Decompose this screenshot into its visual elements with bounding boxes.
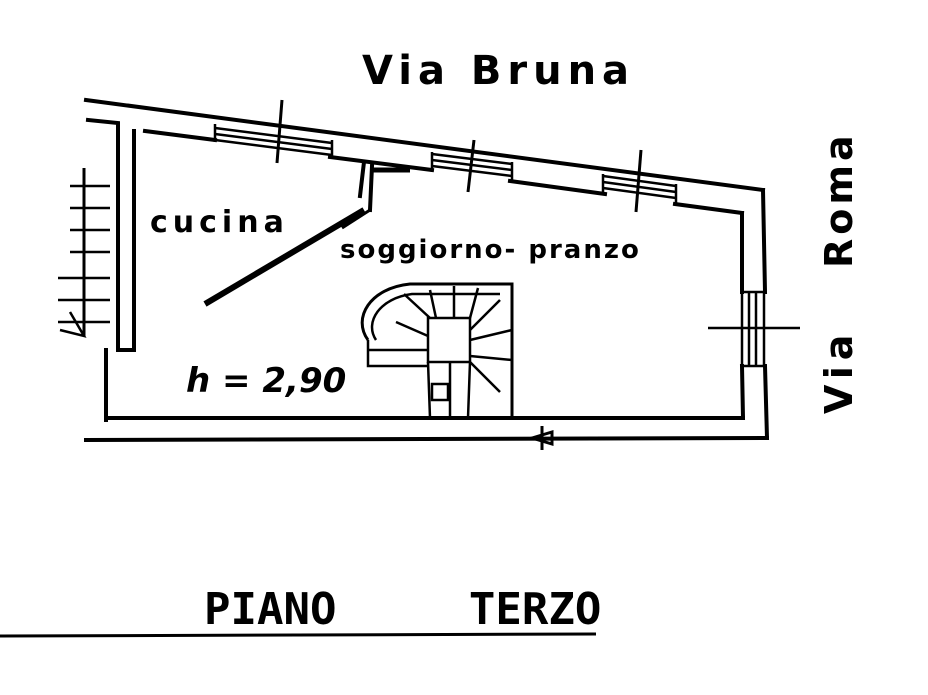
- east-wall-outer: [760, 187, 770, 441]
- balcony-railing-west: [58, 168, 110, 338]
- ceiling-height-label: h = 2,90: [186, 361, 346, 401]
- staircase: [360, 282, 514, 419]
- window-2: [430, 139, 514, 193]
- floor-title: PIANO TERZO: [204, 584, 601, 635]
- exterior-walls: [83, 97, 770, 443]
- entrance-marker: [526, 426, 554, 450]
- window-3: [601, 149, 678, 213]
- street-label-via: Via: [817, 329, 861, 414]
- kitchen-partition: [203, 159, 410, 307]
- south-wall-outer: [83, 435, 770, 443]
- east-wall-inner: [739, 211, 746, 421]
- west-wall-outer: [85, 117, 136, 352]
- window-east: [708, 290, 800, 368]
- windows-north: [213, 99, 678, 213]
- window-1: [213, 99, 334, 164]
- north-facade-inner: [142, 128, 745, 216]
- north-facade-outer: [83, 97, 766, 193]
- room-label-soggiorno-pranzo: soggiorno- pranzo: [340, 235, 641, 265]
- street-label-roma: Roma: [817, 131, 861, 268]
- room-label-cucina: cucina: [150, 205, 289, 240]
- street-label-via-bruna: Via Bruna: [362, 48, 635, 94]
- floor-title-underline: [0, 632, 597, 638]
